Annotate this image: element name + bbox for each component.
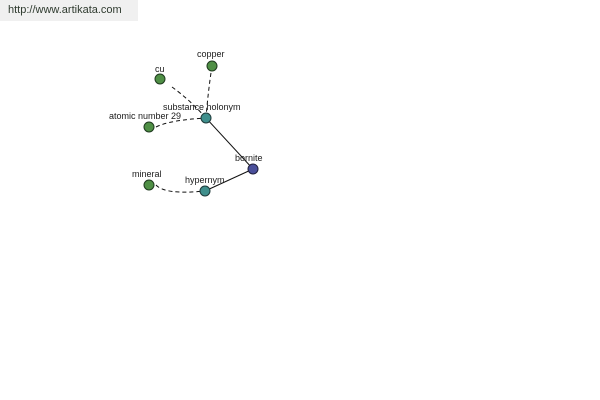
node-atomic-number-29[interactable]: atomic number 29 — [109, 111, 181, 133]
node-cu-marker — [154, 73, 166, 85]
node-hypernym[interactable]: hypernym — [185, 175, 225, 197]
node-copper-label: copper — [197, 49, 225, 59]
edge-atomic-number-29-substance-holonym — [155, 117, 207, 128]
node-mineral[interactable]: mineral — [132, 169, 162, 191]
node-hypernym-label: hypernym — [185, 175, 225, 185]
node-hypernym-marker — [199, 185, 211, 197]
site-url[interactable]: http://www.artikata.com — [0, 0, 138, 21]
node-bornite-label: bornite — [235, 153, 263, 163]
edges-layer — [155, 65, 254, 193]
node-bornite-marker — [247, 163, 259, 175]
node-cu-label: cu — [155, 64, 165, 74]
node-copper-marker — [206, 60, 218, 72]
edge-mineral-hypernym — [155, 184, 206, 193]
nodes-layer: cu copper atomic number 29 substance hol… — [109, 49, 263, 197]
node-cu[interactable]: cu — [154, 64, 166, 85]
node-bornite[interactable]: bornite — [235, 153, 263, 175]
node-mineral-marker — [143, 179, 155, 191]
node-substance-holonym-label: substance holonym — [163, 102, 241, 112]
node-substance-holonym-marker — [200, 112, 212, 124]
node-atomic-number-29-label: atomic number 29 — [109, 111, 181, 121]
node-copper[interactable]: copper — [197, 49, 225, 72]
edge-substance-holonym-bornite — [205, 117, 254, 170]
edge-hypernym-bornite — [204, 168, 254, 192]
node-substance-holonym[interactable]: substance holonym — [163, 102, 241, 124]
node-mineral-label: mineral — [132, 169, 162, 179]
node-atomic-number-29-marker — [143, 121, 155, 133]
